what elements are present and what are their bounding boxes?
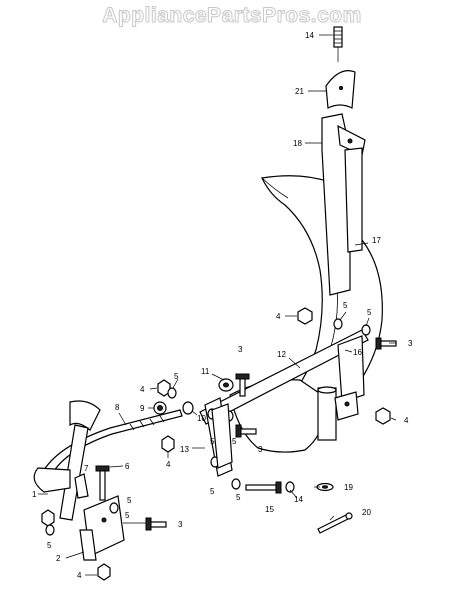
callout-7: 7: [84, 464, 89, 473]
callout-12: 12: [277, 350, 286, 359]
callout-8: 8: [115, 403, 120, 412]
callout-14-bottom: 14: [294, 495, 303, 504]
callout-16: 16: [353, 348, 362, 357]
callout-14-top: 14: [305, 31, 314, 40]
nut-4-e: [97, 563, 111, 581]
part-18-upper-post: [321, 113, 366, 296]
part-14-top-bolt: [333, 26, 343, 62]
callout-5-c: 5: [174, 372, 179, 381]
callout-10: 10: [197, 414, 206, 423]
callout-6: 6: [125, 462, 130, 471]
callout-9: 9: [140, 404, 145, 413]
callout-5-b: 5: [367, 308, 372, 317]
part-7-clip: [74, 473, 89, 499]
callout-21: 21: [295, 87, 304, 96]
part-11-nut: [218, 378, 234, 392]
callout-3-d: 3: [178, 520, 183, 529]
callout-5-g: 5: [47, 541, 52, 550]
callout-5-a: 5: [343, 301, 348, 310]
callout-4-a: 4: [276, 312, 281, 321]
callout-15: 15: [265, 505, 274, 514]
callout-20: 20: [362, 508, 371, 517]
callout-18: 18: [293, 139, 302, 148]
bolt-3-b: [375, 337, 397, 350]
callout-17: 17: [372, 236, 381, 245]
watermark-text: AppliancePartsPros.com: [102, 4, 362, 28]
leader-lines: [38, 34, 397, 576]
bolt-15: [245, 481, 282, 494]
part-9-spacer: [153, 401, 167, 415]
callout-13: 13: [180, 445, 189, 454]
part-1-shift-handle: [33, 400, 101, 521]
part-21-clamp: [325, 70, 356, 109]
nut-4-c: [161, 435, 175, 453]
callout-1: 1: [32, 490, 37, 499]
callout-5-d: 5: [210, 437, 215, 446]
callout-4-c: 4: [166, 460, 171, 469]
bolt-6: [95, 465, 110, 501]
callout-3-a: 3: [238, 345, 243, 354]
bolt-3-a: [235, 373, 250, 397]
nut-4-a: [297, 307, 313, 325]
washer-5-i: [109, 502, 119, 514]
part-16-bracket: [317, 335, 365, 441]
callout-3-b: 3: [408, 339, 413, 348]
washer-5-a: [333, 318, 343, 330]
part-20-pin: [317, 512, 353, 534]
callout-4-b: 4: [140, 385, 145, 394]
callout-19: 19: [344, 483, 353, 492]
callout-11: 11: [201, 367, 210, 376]
callout-5-j: 5: [236, 493, 241, 502]
callout-2: 2: [56, 554, 61, 563]
bolt-3-c: [235, 424, 257, 438]
callout-3-c: 3: [258, 445, 263, 454]
part-13-plate: [211, 403, 233, 469]
washer-5-g: [231, 478, 241, 490]
washer-5-h: [285, 481, 295, 493]
callout-5-i: 5: [125, 511, 130, 520]
callout-5-h: 5: [127, 496, 132, 505]
callout-5-f: 5: [210, 487, 215, 496]
washer-5-c: [167, 387, 177, 399]
nut-4-f: [41, 509, 55, 527]
callout-labels: 14 21 18 17 4 5 5 3 16 3 12 11 4 5 9 8 1…: [32, 31, 413, 580]
washer-5-b: [361, 324, 371, 336]
callout-4-e: 4: [77, 571, 82, 580]
part-10-washer: [182, 401, 194, 415]
washer-5-j: [45, 524, 55, 536]
callout-5-e: 5: [232, 437, 237, 446]
part-8-shift-rod: [43, 409, 183, 475]
callout-4-d: 4: [404, 416, 409, 425]
nut-4-d: [375, 407, 391, 425]
bolt-3-d: [145, 517, 167, 531]
